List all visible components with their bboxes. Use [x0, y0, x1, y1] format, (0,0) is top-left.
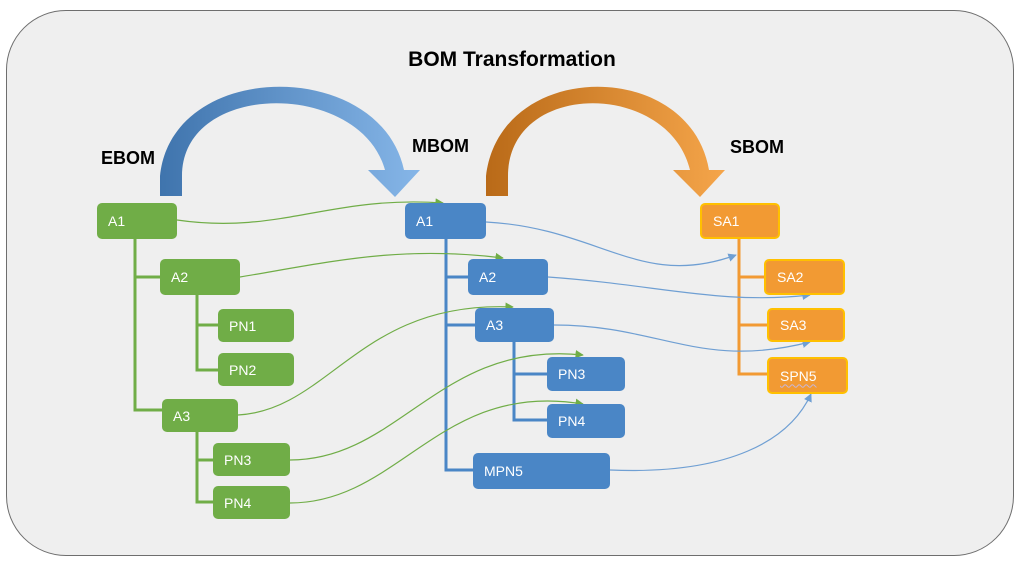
sbom-node-sa3: SA3 — [767, 308, 845, 342]
mbom-node-a2: A2 — [468, 259, 548, 295]
diagram-title: BOM Transformation — [408, 48, 616, 71]
ebom-node-a1: A1 — [97, 203, 177, 239]
mbom-node-pn3: PN3 — [547, 357, 625, 391]
sbom-tree-lines — [737, 239, 767, 376]
mbom-node-pn4: PN4 — [547, 404, 625, 438]
mbom-to-sbom-arrow — [486, 86, 725, 197]
sbom-node-spn5: SPN5 — [767, 357, 848, 394]
mbom-heading: MBOM — [412, 136, 469, 156]
sbom-node-sa2: SA2 — [764, 259, 845, 295]
ebom-heading: EBOM — [101, 148, 155, 168]
mbom-node-a1: A1 — [405, 203, 486, 239]
ebom-node-pn3: PN3 — [213, 443, 290, 476]
ebom-node-pn2: PN2 — [218, 353, 294, 386]
ebom-to-mbom-arrow — [160, 86, 420, 197]
sbom-node-spn5-label: SPN5 — [780, 367, 817, 384]
mbom-node-a3: A3 — [475, 308, 554, 342]
mbom-node-mpn5: MPN5 — [473, 453, 610, 489]
ebom-mbom-links — [176, 198, 584, 504]
ebom-node-pn1: PN1 — [218, 309, 294, 342]
mbom-tree-lines — [444, 239, 547, 472]
sbom-heading: SBOM — [730, 137, 784, 157]
sbom-node-sa1: SA1 — [700, 203, 780, 239]
ebom-node-a3: A3 — [162, 399, 238, 432]
mbom-sbom-links — [485, 221, 812, 472]
ebom-node-a2: A2 — [160, 259, 240, 295]
ebom-node-pn4: PN4 — [213, 486, 290, 519]
ebom-tree-lines — [133, 239, 218, 504]
